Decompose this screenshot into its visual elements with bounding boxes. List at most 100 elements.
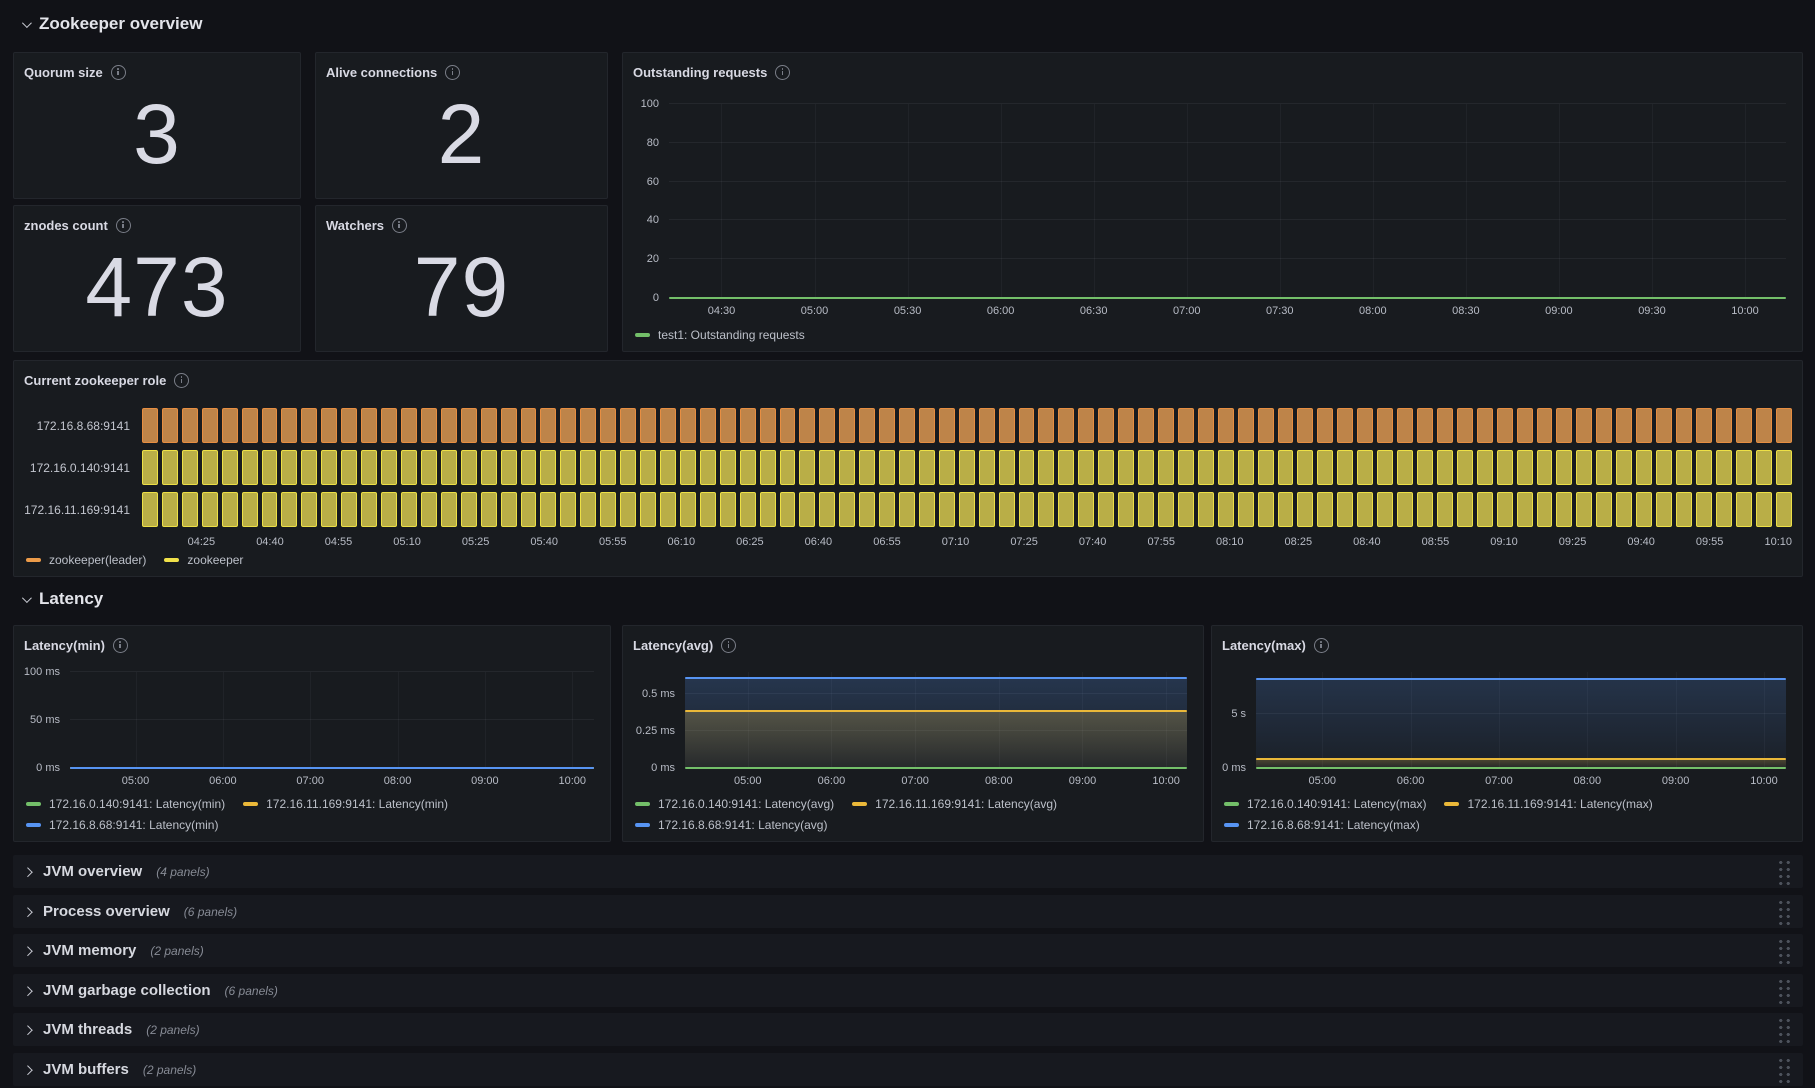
row-panel-count: (2 panels) xyxy=(146,1022,200,1037)
state-segment xyxy=(819,408,836,443)
drag-handle-icon[interactable] xyxy=(1776,858,1791,885)
state-segment xyxy=(600,492,617,527)
state-segment xyxy=(142,450,158,485)
plot-area xyxy=(685,672,1187,769)
drag-handle-icon[interactable] xyxy=(1776,937,1791,964)
gridline-vertical xyxy=(1166,672,1168,768)
stat-value: 3 xyxy=(133,87,181,181)
info-icon[interactable] xyxy=(115,217,131,233)
state-segment xyxy=(1755,408,1772,443)
x-tick-label: 09:30 xyxy=(1638,305,1666,317)
info-icon[interactable] xyxy=(721,637,737,653)
legend-item[interactable]: zookeeper(leader) xyxy=(26,553,146,567)
section-zookeeper-overview[interactable]: Zookeeper overview xyxy=(21,14,202,34)
row-label: 172.16.11.169:9141 xyxy=(24,502,130,517)
legend-item[interactable]: 172.16.0.140:9141: Latency(min) xyxy=(26,797,225,811)
state-segment xyxy=(1098,408,1115,443)
state-segment xyxy=(1755,492,1772,527)
legend-marker xyxy=(635,822,650,827)
info-icon[interactable] xyxy=(174,372,190,388)
state-segment xyxy=(1018,450,1035,485)
x-tick-label: 06:00 xyxy=(209,775,237,787)
legend-label: 172.16.11.169:9141: Latency(avg) xyxy=(875,796,1058,811)
series-fill xyxy=(685,677,1187,768)
legend-item[interactable]: 172.16.11.169:9141: Latency(min) xyxy=(243,797,448,811)
state-segment xyxy=(221,450,238,485)
drag-handle-icon[interactable] xyxy=(1776,1016,1791,1043)
legend-row: test1: Outstanding requests xyxy=(635,324,1790,345)
x-tick-label: 05:00 xyxy=(121,775,150,787)
y-tick-label: 0 ms xyxy=(651,762,675,774)
state-segment xyxy=(1337,408,1354,443)
info-icon[interactable] xyxy=(392,217,408,233)
legend-item[interactable]: 172.16.8.68:9141: Latency(max) xyxy=(1224,818,1420,832)
info-icon[interactable] xyxy=(775,64,791,80)
row-panel-count: (2 panels) xyxy=(150,943,204,958)
drag-handle-icon[interactable] xyxy=(1776,898,1791,925)
dashboard-row-jvm-garbage-collection[interactable]: JVM garbage collection(6 panels) xyxy=(13,974,1803,1007)
dashboard-row-jvm-memory[interactable]: JVM memory(2 panels) xyxy=(13,934,1803,967)
x-tick-label: 07:10 xyxy=(941,536,970,548)
legend-item[interactable]: 172.16.0.140:9141: Latency(max) xyxy=(1224,797,1426,811)
state-segment xyxy=(1138,408,1155,443)
state-segment xyxy=(1616,492,1633,527)
x-tick-label: 08:40 xyxy=(1353,536,1381,548)
state-segment xyxy=(201,492,218,527)
legend-item[interactable]: 172.16.11.169:9141: Latency(max) xyxy=(1444,797,1653,811)
drag-handle-icon[interactable] xyxy=(1776,1056,1791,1083)
x-tick-label: 07:00 xyxy=(901,775,929,787)
legend-row: 172.16.8.68:9141: Latency(max) xyxy=(1224,814,1790,835)
legend-item[interactable]: test1: Outstanding requests xyxy=(635,328,805,342)
info-icon[interactable] xyxy=(445,64,461,80)
state-segment xyxy=(1675,408,1692,443)
state-segment xyxy=(1755,450,1772,485)
gridline-vertical xyxy=(135,672,137,768)
state-segment xyxy=(1237,450,1254,485)
state-segment xyxy=(1377,492,1394,527)
state-segment xyxy=(659,408,676,443)
state-segment xyxy=(440,450,457,485)
legend-marker xyxy=(26,822,41,827)
x-tick-label: 08:00 xyxy=(1573,775,1602,787)
legend-label: test1: Outstanding requests xyxy=(658,327,805,342)
x-tick-label: 07:55 xyxy=(1147,536,1175,548)
legend-item[interactable]: 172.16.8.68:9141: Latency(min) xyxy=(26,818,218,832)
state-segment xyxy=(241,450,258,485)
state-segment xyxy=(839,492,856,527)
legend-item[interactable]: 172.16.0.140:9141: Latency(avg) xyxy=(635,797,834,811)
legend-item[interactable]: 172.16.8.68:9141: Latency(avg) xyxy=(635,818,827,832)
x-tick-label: 08:00 xyxy=(985,775,1013,787)
state-segment xyxy=(321,492,338,527)
info-icon[interactable] xyxy=(110,64,126,80)
state-segment xyxy=(759,450,776,485)
state-segment xyxy=(1417,450,1433,485)
legend-item[interactable]: 172.16.11.169:9141: Latency(avg) xyxy=(852,797,1057,811)
row-panel-count: (2 panels) xyxy=(142,1062,197,1077)
info-icon[interactable] xyxy=(112,637,128,653)
state-segment xyxy=(440,492,457,527)
dashboard-row-process-overview[interactable]: Process overview(6 panels) xyxy=(13,895,1803,928)
state-segment xyxy=(1257,408,1274,443)
dashboard-row-jvm-buffers[interactable]: JVM buffers(2 panels) xyxy=(13,1053,1803,1086)
state-segment xyxy=(839,450,856,485)
chevron-right-icon xyxy=(22,867,33,878)
info-icon[interactable] xyxy=(1313,637,1329,653)
state-segment xyxy=(899,492,915,527)
x-tick-label: 10:00 xyxy=(1750,775,1778,787)
drag-handle-icon[interactable] xyxy=(1776,977,1791,1004)
state-segment xyxy=(460,450,477,485)
state-segment xyxy=(1058,408,1075,443)
state-segment xyxy=(620,450,637,485)
state-segment xyxy=(460,492,477,527)
panel-alive-connections: Alive connections 2 xyxy=(315,52,608,199)
section-latency[interactable]: Latency xyxy=(21,589,103,609)
state-segment xyxy=(1556,408,1573,443)
legend-item[interactable]: zookeeper xyxy=(164,553,243,567)
state-segment xyxy=(1257,492,1274,527)
legend-label: 172.16.0.140:9141: Latency(min) xyxy=(49,796,226,811)
dashboard-row-jvm-overview[interactable]: JVM overview(4 panels) xyxy=(13,855,1803,888)
state-segment xyxy=(1536,492,1553,527)
dashboard-row-jvm-threads[interactable]: JVM threads(2 panels) xyxy=(13,1013,1803,1046)
state-segment xyxy=(1476,492,1493,527)
